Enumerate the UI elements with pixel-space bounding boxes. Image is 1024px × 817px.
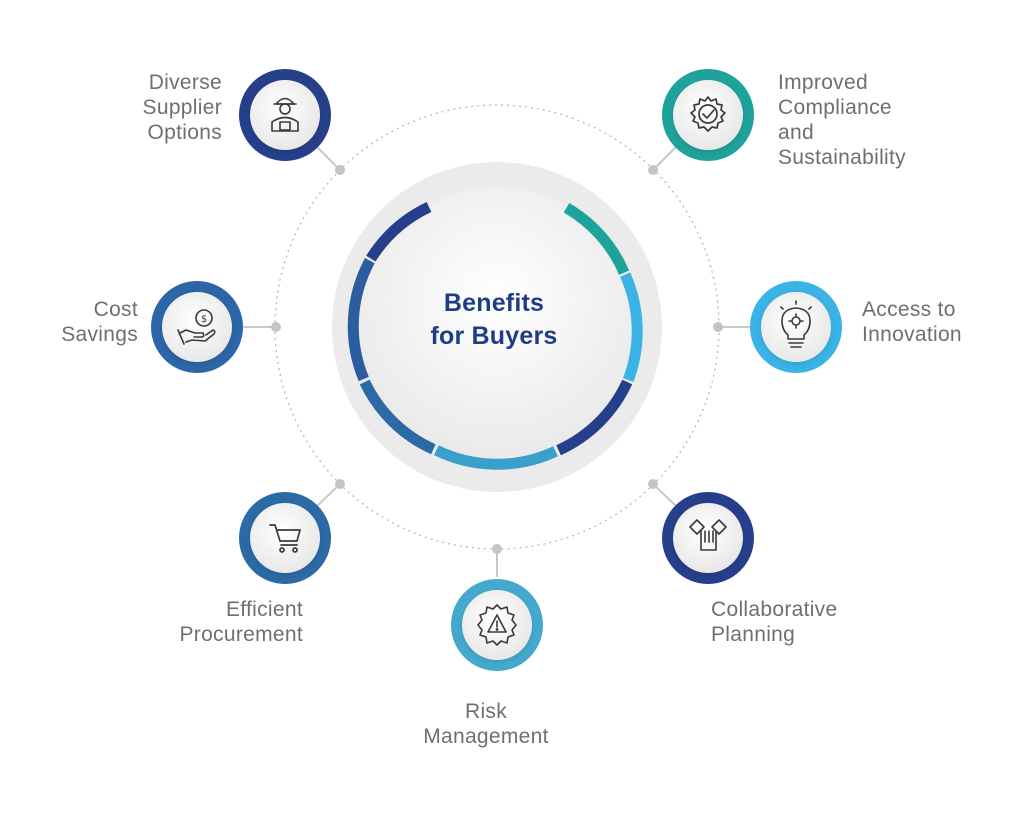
gear-check-icon: [690, 96, 726, 132]
label-line: Improved: [778, 71, 868, 94]
node-diverse-supplier-options: [239, 69, 331, 161]
label-line: Compliance: [778, 96, 892, 119]
node-cost-savings: [151, 281, 243, 373]
connector-lines: [243, 145, 751, 577]
label-line: Savings: [61, 323, 138, 346]
arc-segment-navy-top: [366, 202, 432, 262]
label-collaborative-planning: Collaborative Planning: [711, 597, 891, 647]
label-line: Collaborative: [711, 598, 838, 621]
label-line: Options: [147, 121, 222, 144]
label-access-to-innovation: Access to Innovation: [862, 297, 1002, 347]
lightbulb-gear-icon: [780, 300, 812, 348]
label-line: Access to: [862, 298, 956, 321]
label-line: Diverse: [148, 71, 222, 94]
label-cost-savings: Cost Savings: [20, 297, 138, 347]
gear-warning-icon: [477, 604, 517, 646]
label-line: Supplier: [142, 96, 222, 119]
label-line: Management: [423, 725, 549, 748]
arc-segment-steel-bottom: [433, 445, 558, 470]
label-line: Innovation: [862, 323, 962, 346]
label-line: and: [778, 121, 814, 144]
node-collaborative-planning: [662, 492, 754, 584]
arc-segment-navy-right: [556, 379, 633, 456]
arc-segment-navy-left: [347, 258, 375, 382]
center-title-line-1: Benefits: [443, 289, 545, 317]
center-arc-segments: [347, 202, 643, 470]
label-line: Planning: [711, 623, 796, 646]
label-line: Efficient: [225, 598, 303, 621]
label-line: Sustainability: [778, 146, 906, 169]
svg-text:$: $: [201, 314, 207, 325]
label-line: Procurement: [179, 623, 303, 646]
shopping-cart-icon: [269, 524, 301, 553]
label-improved-compliance: Improved Compliance and Sustainability: [778, 70, 968, 170]
arc-segment-sky: [620, 272, 643, 382]
arc-segment-blue-left: [359, 379, 436, 455]
node-efficient-procurement: [239, 492, 331, 584]
arc-segment-teal: [563, 202, 630, 275]
center-title-line-2: for Buyers: [430, 322, 558, 350]
node-improved-compliance: [662, 69, 754, 161]
handshake-icon: [689, 519, 727, 551]
center-title: Benefits for Buyers: [389, 287, 599, 353]
delivery-person-icon: [271, 97, 299, 132]
connector-dots: [271, 165, 723, 554]
center-disc: [357, 187, 637, 467]
label-line: Risk: [464, 700, 508, 723]
label-diverse-supplier-options: Diverse Supplier Options: [100, 70, 222, 145]
hand-coin-icon: $: [177, 309, 216, 345]
label-risk-management: Risk Management: [400, 699, 572, 749]
label-line: Cost: [93, 298, 138, 321]
label-efficient-procurement: Efficient Procurement: [140, 597, 303, 647]
